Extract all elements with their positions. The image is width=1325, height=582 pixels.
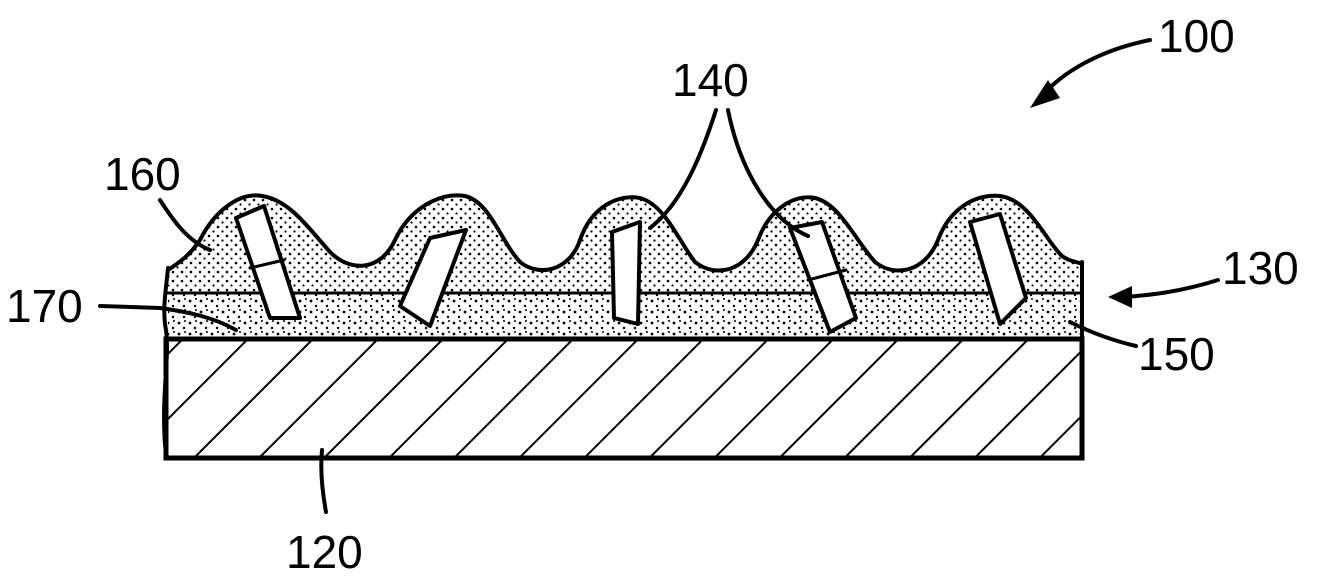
particle (968, 212, 1028, 326)
leader-160 (158, 198, 212, 252)
label-170: 170 (6, 280, 83, 332)
particle (398, 228, 468, 328)
label-100: 100 (1158, 10, 1235, 62)
arrowhead-130 (1108, 286, 1132, 308)
particle (610, 220, 642, 326)
label-160: 160 (104, 148, 181, 200)
leader-170 (98, 304, 238, 332)
label-130: 130 (1222, 242, 1299, 294)
label-140: 140 (672, 54, 749, 106)
leader-lines (98, 38, 1220, 514)
leader-120 (319, 448, 328, 514)
particle (788, 220, 858, 334)
left-edge (162, 266, 170, 457)
particle (234, 204, 302, 320)
leader-140-left (648, 108, 718, 230)
substrate-120 (163, 336, 1085, 461)
arrowhead-100 (1030, 80, 1060, 108)
leader-150 (1068, 320, 1138, 348)
label-150: 150 (1138, 328, 1215, 380)
leader-100-arrow (1038, 38, 1152, 100)
reference-labels: 100 140 160 130 170 150 120 (6, 10, 1299, 578)
particles-140 (234, 204, 1028, 334)
leader-130-arrow (1124, 278, 1220, 299)
leader-140-right (726, 108, 810, 238)
label-120: 120 (286, 526, 363, 578)
